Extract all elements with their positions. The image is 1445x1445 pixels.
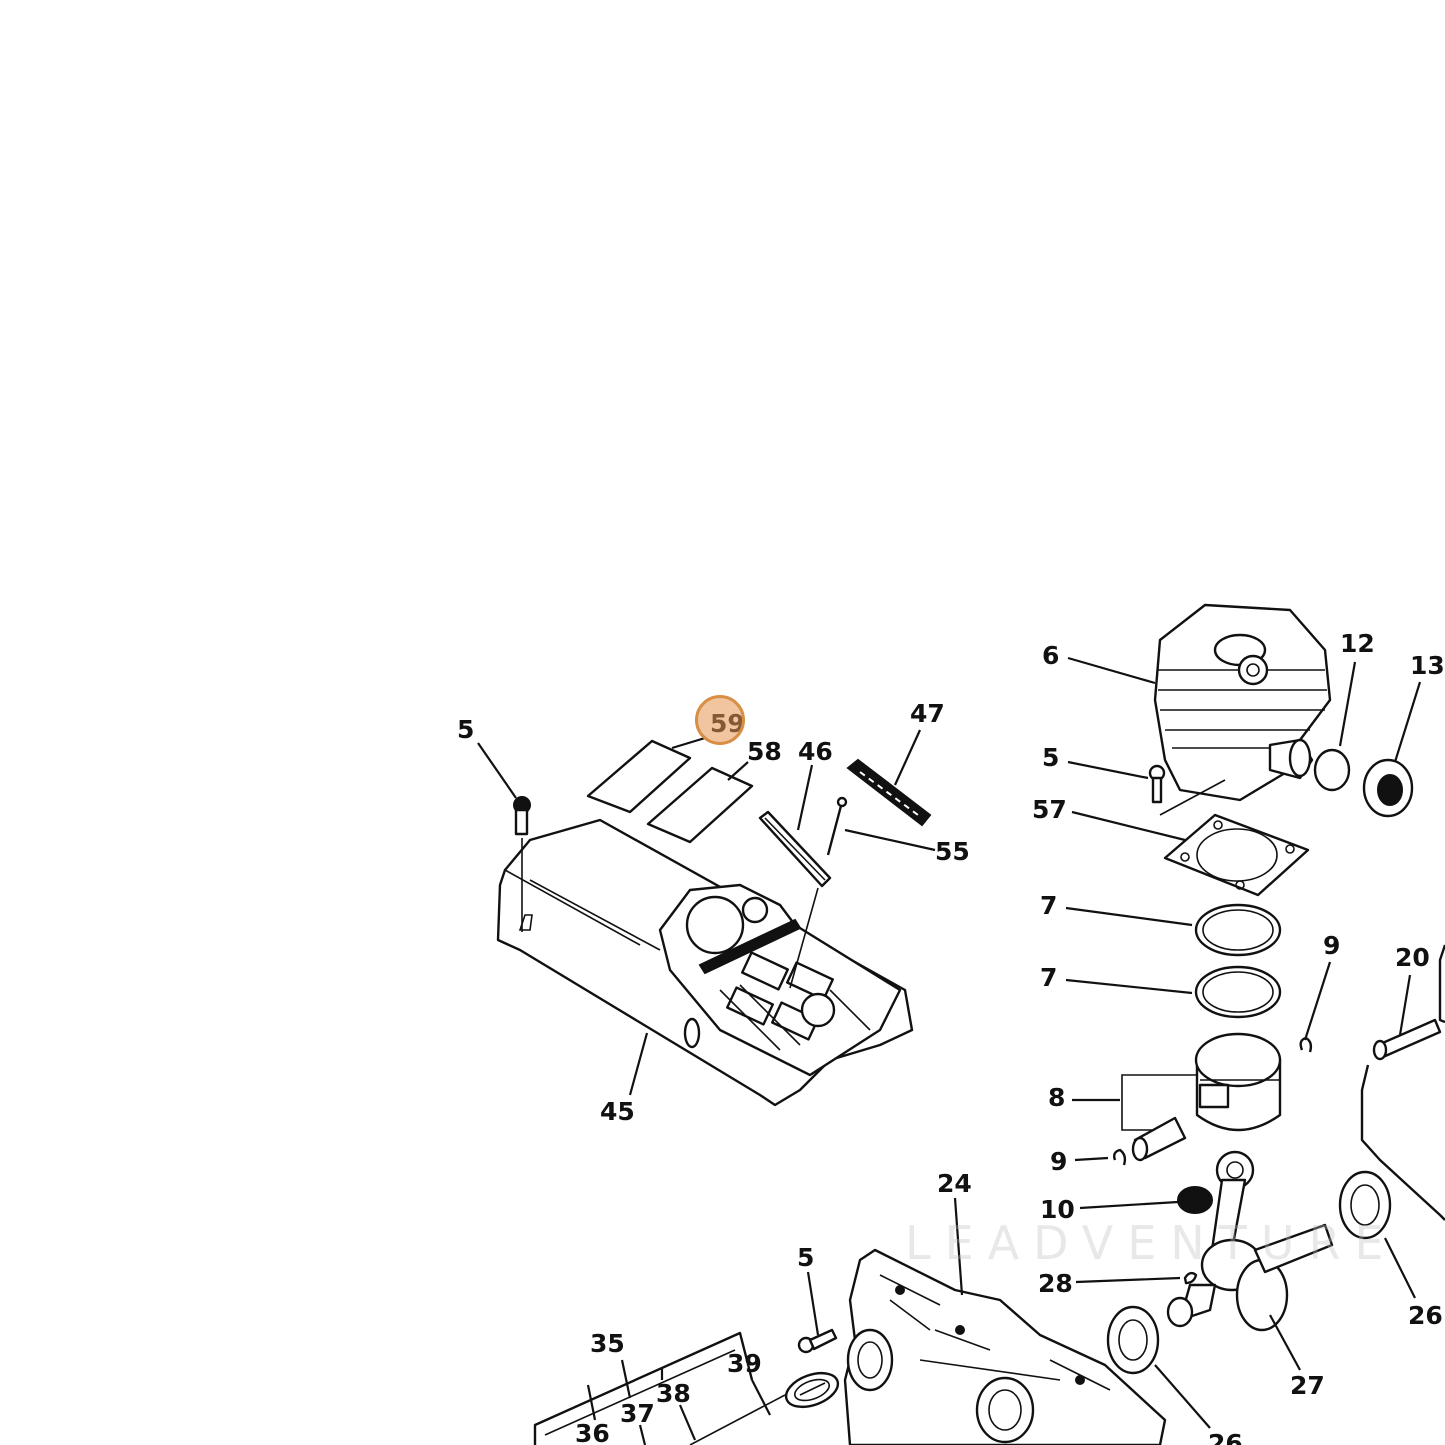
callout-label: 37 bbox=[620, 1399, 655, 1428]
part-13-bearing bbox=[1362, 758, 1414, 818]
highlight-marker[interactable] bbox=[695, 695, 745, 745]
callout-label: 9 bbox=[1050, 1147, 1067, 1176]
callout-label: 38 bbox=[656, 1379, 691, 1408]
callout-label: 55 bbox=[935, 837, 970, 866]
callout-label: 26 bbox=[1208, 1429, 1243, 1445]
callout-label: 6 bbox=[1042, 641, 1059, 670]
callout-label: 27 bbox=[1290, 1371, 1325, 1400]
part-39-lens bbox=[784, 1371, 840, 1409]
callout-label: 20 bbox=[1395, 943, 1430, 972]
part-47-plate bbox=[846, 758, 932, 827]
part-24-crankcase bbox=[843, 1248, 1167, 1445]
callout-label: 45 bbox=[600, 1097, 635, 1126]
callout-label: 35 bbox=[590, 1329, 625, 1358]
callout-label: 8 bbox=[1048, 1083, 1065, 1112]
callout-label: 12 bbox=[1340, 629, 1375, 658]
part-8-piston bbox=[1194, 1032, 1282, 1132]
part-35-panel bbox=[533, 1331, 786, 1445]
part-59-sheet bbox=[586, 739, 692, 814]
callout-label: 10 bbox=[1040, 1195, 1075, 1224]
part-46-rail bbox=[758, 810, 832, 989]
callout-label: 24 bbox=[937, 1169, 972, 1198]
callout-label: 5 bbox=[457, 715, 474, 744]
part-9-clip-left bbox=[1112, 1148, 1127, 1166]
part-crankcase-right bbox=[1360, 944, 1445, 1221]
callout-label: 13 bbox=[1410, 651, 1445, 680]
callout-label: 5 bbox=[1042, 743, 1059, 772]
callout-label: 58 bbox=[747, 737, 782, 766]
part-58-sheet bbox=[646, 766, 754, 844]
callout-label: 47 bbox=[910, 699, 945, 728]
part-28-key bbox=[1183, 1271, 1198, 1285]
part-5-screw-top bbox=[513, 796, 531, 932]
part-20-screw bbox=[1372, 1018, 1442, 1061]
part-7-ring-upper bbox=[1194, 903, 1282, 957]
callout-label: 7 bbox=[1040, 891, 1057, 920]
part-10-needle-bearing bbox=[1177, 1186, 1213, 1214]
callout-label: 46 bbox=[798, 737, 833, 766]
part-26-bearing-left bbox=[1106, 1305, 1160, 1375]
part-6-cylinder bbox=[1153, 603, 1332, 816]
callout-label: 7 bbox=[1040, 963, 1057, 992]
part-45-housing bbox=[496, 818, 914, 1107]
part-5-screw-crankcase bbox=[797, 1328, 838, 1354]
part-12-ring bbox=[1313, 748, 1351, 792]
callout-label: 5 bbox=[797, 1243, 814, 1272]
part-57-gasket bbox=[1163, 813, 1310, 897]
callout-leaders bbox=[477, 656, 1422, 1445]
callout-label: 57 bbox=[1032, 795, 1067, 824]
callout-label: 26 bbox=[1408, 1301, 1443, 1330]
part-55-pin bbox=[826, 796, 848, 856]
watermark-text: LEADVENTURE bbox=[905, 1216, 1398, 1270]
callout-label: 36 bbox=[575, 1419, 610, 1445]
callout-label: 9 bbox=[1323, 931, 1340, 960]
part-7-ring-lower bbox=[1194, 965, 1282, 1019]
part-26-bearing-right bbox=[1338, 1170, 1392, 1240]
callout-labels: 5 5 9 58 46 47 55 45 6 12 13 5 57 7 7 9 2… bbox=[457, 629, 1445, 1445]
callout-label: 28 bbox=[1038, 1269, 1073, 1298]
callout-label: 39 bbox=[727, 1349, 762, 1378]
part-27-crankshaft bbox=[1166, 1150, 1334, 1332]
part-5-screw-cylinder bbox=[1148, 764, 1166, 804]
part-wrist-pin bbox=[1131, 1116, 1187, 1162]
